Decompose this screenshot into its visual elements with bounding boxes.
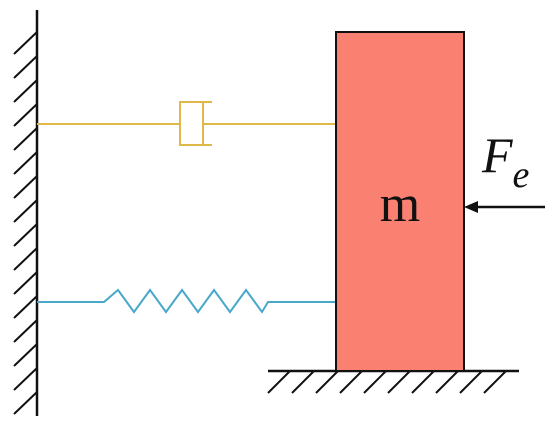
left-wall-hatch-mark [13, 271, 38, 295]
mass-rect [335, 31, 465, 372]
left-wall-hatch-mark [13, 127, 38, 151]
left-wall-hatch-mark [13, 223, 38, 247]
ground-hatch-mark [291, 370, 315, 394]
left-wall-hatch-mark [13, 103, 38, 127]
ground-hatch-mark [339, 370, 363, 394]
left-wall-hatch [13, 31, 38, 415]
force-label-main: F [481, 127, 513, 183]
ground-hatch-mark [435, 370, 459, 394]
force-label: Fe [481, 127, 530, 196]
left-wall-hatch-mark [13, 55, 38, 79]
ground-hatch [267, 370, 507, 394]
mass-block: m [335, 31, 465, 372]
damper-cylinder [179, 101, 212, 146]
left-wall-hatch-mark [13, 367, 38, 391]
ground-hatch-mark [315, 370, 339, 394]
left-wall [13, 10, 39, 416]
ground-hatch-mark [267, 370, 291, 394]
left-wall-hatch-mark [13, 319, 38, 343]
mass-label: m [380, 176, 420, 233]
left-wall-hatch-mark [13, 175, 38, 199]
left-wall-hatch-mark [13, 247, 38, 271]
spring-coil [37, 288, 336, 314]
ground [267, 369, 519, 394]
ground-hatch-mark [411, 370, 435, 394]
left-wall-hatch-mark [13, 79, 38, 103]
force-label-subscript: e [513, 154, 530, 196]
ground-hatch-mark [387, 370, 411, 394]
left-wall-hatch-mark [13, 199, 38, 223]
left-wall-hatch-mark [13, 391, 38, 415]
left-wall-hatch-mark [13, 295, 38, 319]
ground-hatch-mark [483, 370, 507, 394]
external-force: Fe [464, 127, 545, 213]
left-wall-hatch-mark [13, 31, 38, 55]
ground-hatch-mark [363, 370, 387, 394]
damper [37, 101, 336, 146]
ground-hatch-mark [459, 370, 483, 394]
left-wall-hatch-mark [13, 151, 38, 175]
left-wall-hatch-mark [13, 343, 38, 367]
spring [37, 288, 336, 314]
force-arrow-head [464, 201, 478, 213]
